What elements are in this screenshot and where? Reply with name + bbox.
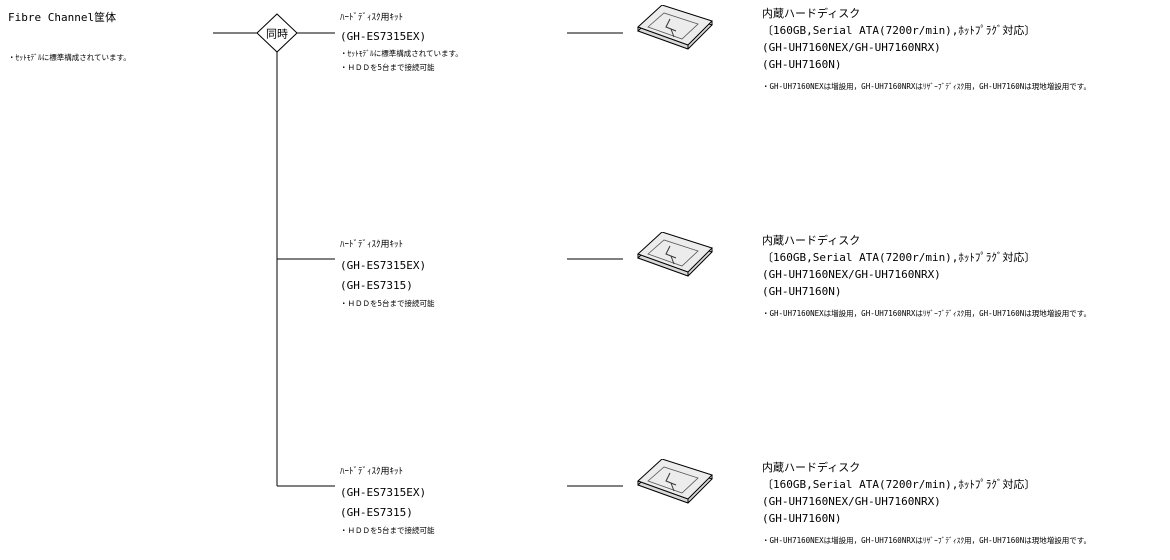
diamond-junction-icon — [256, 13, 298, 53]
hard-disk-icon — [637, 5, 713, 50]
kit-model: (GH-ES7315) — [340, 279, 413, 292]
disk-title: 内蔵ハードディスク — [762, 234, 861, 247]
kit-note: ・ＨＤＤを5台まで接続可能 — [340, 526, 435, 535]
kit-model: (GH-ES7315) — [340, 506, 413, 519]
kit-model: (GH-ES7315EX) — [340, 30, 427, 43]
kit-title: ﾊｰﾄﾞﾃﾞｨｽｸ用ｷｯﾄ — [340, 467, 404, 477]
kit-block-3: ﾊｰﾄﾞﾃﾞｨｽｸ用ｷｯﾄ (GH-ES7315EX) (GH-ES7315) … — [340, 466, 435, 536]
disk-model: (GH-UH7160N) — [762, 58, 842, 71]
disk-block-3: 内蔵ハードディスク 〔160GB,Serial ATA(7200r/min),ﾎ… — [762, 461, 1091, 546]
kit-note: ・ＨＤＤを5台まで接続可能 — [340, 63, 435, 72]
hard-disk-icon — [637, 232, 713, 277]
disk-block-2: 内蔵ハードディスク 〔160GB,Serial ATA(7200r/min),ﾎ… — [762, 234, 1091, 319]
enclosure-note: ・ｾｯﾄﾓﾃﾞﾙに標準構成されています。 — [8, 53, 131, 62]
disk-spec: 〔160GB,Serial ATA(7200r/min),ﾎｯﾄﾌﾟﾗｸﾞ対応〕 — [762, 251, 1036, 264]
kit-model: (GH-ES7315EX) — [340, 259, 427, 272]
kit-note: ・ｾｯﾄﾓﾃﾞﾙに標準構成されています。 — [340, 49, 463, 58]
disk-spec: 〔160GB,Serial ATA(7200r/min),ﾎｯﾄﾌﾟﾗｸﾞ対応〕 — [762, 478, 1036, 491]
hard-disk-icon — [637, 459, 713, 504]
junction-label: 同時 — [266, 28, 288, 41]
disk-block-1: 内蔵ハードディスク 〔160GB,Serial ATA(7200r/min),ﾎ… — [762, 7, 1091, 92]
kit-title: ﾊｰﾄﾞﾃﾞｨｽｸ用ｷｯﾄ — [340, 13, 404, 23]
enclosure-title: Fibre Channel筐体 — [8, 11, 117, 24]
disk-model: (GH-UH7160NEX/GH-UH7160NRX) — [762, 41, 941, 54]
disk-note: ・GH-UH7160NEXは増設用，GH-UH7160NRXはﾘｻﾞｰﾌﾞﾃﾞｨ… — [762, 309, 1092, 318]
disk-title: 内蔵ハードディスク — [762, 7, 861, 20]
disk-title: 内蔵ハードディスク — [762, 461, 861, 474]
disk-spec: 〔160GB,Serial ATA(7200r/min),ﾎｯﾄﾌﾟﾗｸﾞ対応〕 — [762, 24, 1036, 37]
disk-model: (GH-UH7160NEX/GH-UH7160NRX) — [762, 268, 941, 281]
kit-title: ﾊｰﾄﾞﾃﾞｨｽｸ用ｷｯﾄ — [340, 240, 404, 250]
kit-block-1: ﾊｰﾄﾞﾃﾞｨｽｸ用ｷｯﾄ (GH-ES7315EX) ・ｾｯﾄﾓﾃﾞﾙに標準構… — [340, 12, 463, 73]
kit-note: ・ＨＤＤを5台まで接続可能 — [340, 299, 435, 308]
disk-model: (GH-UH7160N) — [762, 512, 842, 525]
disk-model: (GH-UH7160NEX/GH-UH7160NRX) — [762, 495, 941, 508]
kit-model: (GH-ES7315EX) — [340, 486, 427, 499]
disk-note: ・GH-UH7160NEXは増設用，GH-UH7160NRXはﾘｻﾞｰﾌﾞﾃﾞｨ… — [762, 536, 1092, 545]
disk-note: ・GH-UH7160NEXは増設用，GH-UH7160NRXはﾘｻﾞｰﾌﾞﾃﾞｨ… — [762, 82, 1092, 91]
kit-block-2: ﾊｰﾄﾞﾃﾞｨｽｸ用ｷｯﾄ (GH-ES7315EX) (GH-ES7315) … — [340, 239, 435, 309]
disk-model: (GH-UH7160N) — [762, 285, 842, 298]
